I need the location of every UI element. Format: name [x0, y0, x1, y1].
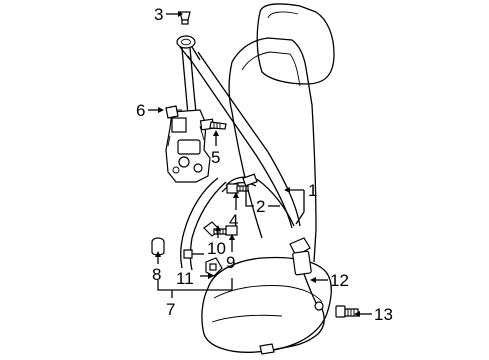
nut-part-8	[151, 237, 165, 256]
callout-9: 9	[226, 253, 235, 272]
bolt-part-11	[183, 249, 204, 259]
belt-webbing	[180, 47, 301, 271]
callout-6: 6	[136, 101, 145, 120]
callout-12: 12	[330, 271, 349, 290]
seat-cushion	[201, 256, 332, 353]
bolt-part-4	[226, 183, 249, 194]
callout-13: 13	[374, 305, 393, 324]
bolt-part-13	[335, 305, 359, 318]
retractor	[165, 109, 211, 183]
leader-lines	[148, 11, 372, 317]
callout-4: 4	[229, 211, 238, 230]
callout-10: 10	[207, 239, 226, 258]
bolt-part-5	[199, 118, 227, 131]
buckle-assembly	[259, 237, 325, 355]
cap-part	[205, 257, 223, 277]
callout-5: 5	[211, 148, 220, 167]
callout-11: 11	[176, 269, 194, 288]
callout-2: 2	[256, 197, 265, 216]
clip-part-6	[165, 105, 182, 119]
callout-7: 7	[166, 300, 175, 319]
shoulder-anchor-plate	[176, 35, 201, 63]
callout-8: 8	[152, 265, 161, 284]
callout-1: 1	[308, 181, 317, 200]
seat-back	[228, 37, 317, 263]
headrest	[256, 3, 335, 85]
callout-3: 3	[154, 5, 163, 24]
